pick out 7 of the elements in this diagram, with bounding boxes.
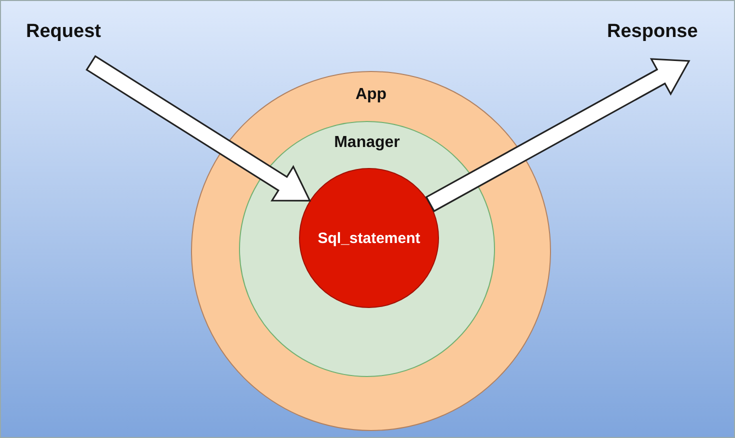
layer-label: Sql_statement [318,230,420,246]
text-label: Response [607,21,698,43]
layer-label: App [355,86,387,104]
block-arrow [425,58,690,212]
block-arrow [86,55,312,202]
layer-label: Manager [334,134,400,152]
text-label: Request [26,21,101,43]
